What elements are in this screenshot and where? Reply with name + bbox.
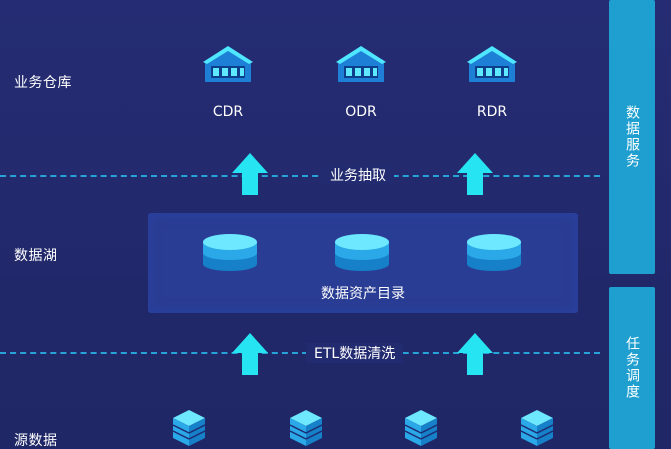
flow-label-etl: ETL数据清洗: [306, 343, 404, 363]
separator-etl: [0, 352, 600, 354]
database-icon: [335, 234, 389, 271]
separator-extract: [0, 175, 600, 177]
server-stack-icon: [289, 410, 323, 446]
side-label-data-service: 数据服务: [624, 105, 640, 169]
database-icon: [203, 234, 257, 271]
row-label-lake: 数据湖: [14, 248, 58, 264]
side-panel-data-service: 数据服务: [609, 0, 655, 274]
server-stack-icon: [520, 410, 554, 446]
arrow-up-icon: [232, 333, 268, 375]
warehouse-icon: [467, 46, 517, 82]
warehouse-label: ODR: [345, 104, 377, 120]
server-stack-icon: [172, 410, 206, 446]
warehouse-label: CDR: [212, 104, 244, 120]
flow-label-extract: 业务抽取: [322, 165, 394, 185]
row-label-source: 源数据: [14, 433, 58, 449]
database-icon: [467, 234, 521, 271]
warehouse-label: RDR: [476, 104, 508, 120]
server-stack-icon: [404, 410, 438, 446]
warehouse-icon: [336, 46, 386, 82]
arrow-up-icon: [457, 153, 493, 195]
lake-catalog-label: 数据资产目录: [321, 286, 405, 302]
arrow-up-icon: [232, 153, 268, 195]
warehouse-icon: [203, 46, 253, 82]
side-panel-task-schedule: 任务调度: [609, 287, 655, 449]
row-label-warehouse: 业务仓库: [14, 75, 72, 91]
side-label-task-schedule: 任务调度: [624, 336, 640, 400]
arrow-up-icon: [457, 333, 493, 375]
